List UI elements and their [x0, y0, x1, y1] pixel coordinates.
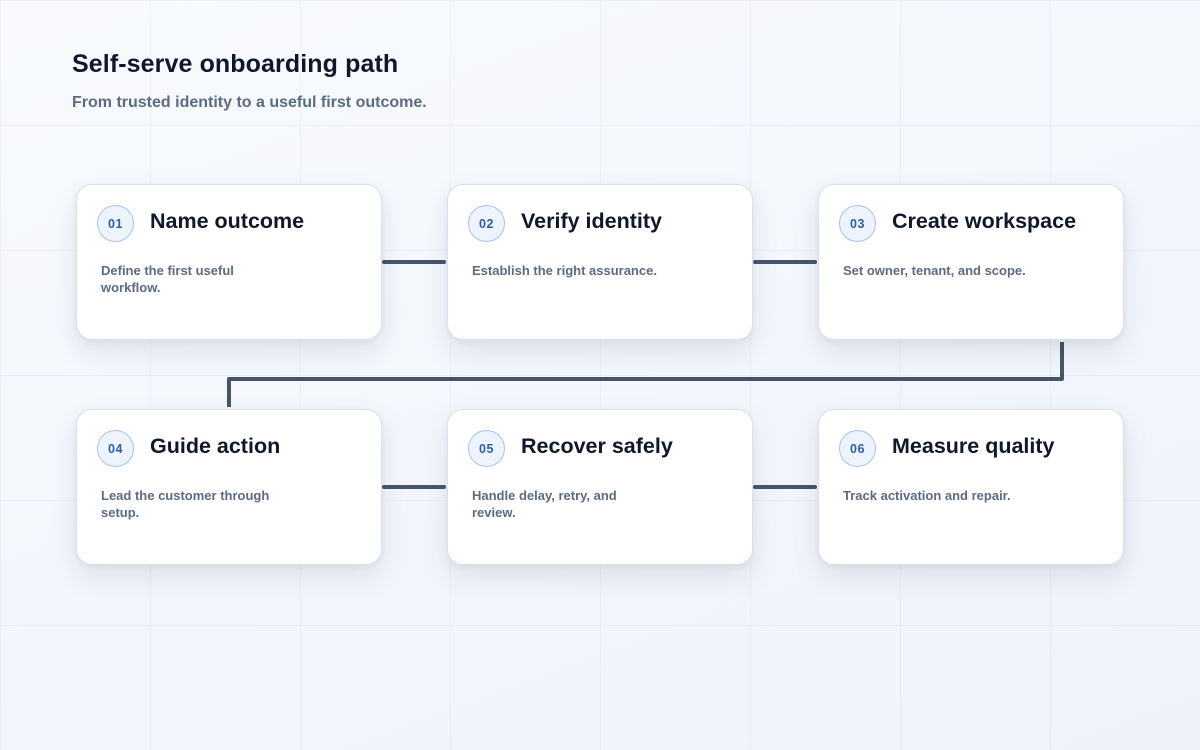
- step-card-5: 05 Recover safely Handle delay, retry, a…: [447, 409, 753, 565]
- step-description: Lead the customer through setup.: [101, 488, 270, 520]
- step-card-1: 01 Name outcome Define the first useful …: [76, 184, 382, 340]
- step-title: Measure quality: [892, 434, 1055, 458]
- header: Self-serve onboarding path From trusted …: [72, 50, 427, 112]
- connector-03-04: [227, 342, 1064, 407]
- step-description: Track activation and repair.: [843, 488, 1011, 503]
- step-card-6: 06 Measure quality Track activation and …: [818, 409, 1124, 565]
- step-card-4: 04 Guide action Lead the customer throug…: [76, 409, 382, 565]
- step-number-badge: 05: [468, 430, 505, 467]
- step-description: Set owner, tenant, and scope.: [843, 263, 1026, 278]
- step-number-badge: 06: [839, 430, 876, 467]
- step-number-badge: 03: [839, 205, 876, 242]
- step-title: Verify identity: [521, 209, 662, 233]
- step-title: Name outcome: [150, 209, 305, 233]
- step-title: Create workspace: [892, 209, 1077, 233]
- page-subtitle: From trusted identity to a useful first …: [72, 94, 427, 111]
- step-number-badge: 04: [97, 430, 134, 467]
- page-title: Self-serve onboarding path: [72, 50, 399, 78]
- step-description: Establish the right assurance.: [472, 263, 657, 278]
- step-title: Recover safely: [521, 434, 673, 458]
- step-title: Guide action: [150, 434, 281, 458]
- step-card-2: 02 Verify identity Establish the right a…: [447, 184, 753, 340]
- step-number-badge: 02: [468, 205, 505, 242]
- step-number-badge: 01: [97, 205, 134, 242]
- step-card-3: 03 Create workspace Set owner, tenant, a…: [818, 184, 1124, 340]
- step-description: Define the first useful workflow.: [101, 263, 234, 295]
- step-description: Handle delay, retry, and review.: [472, 488, 617, 520]
